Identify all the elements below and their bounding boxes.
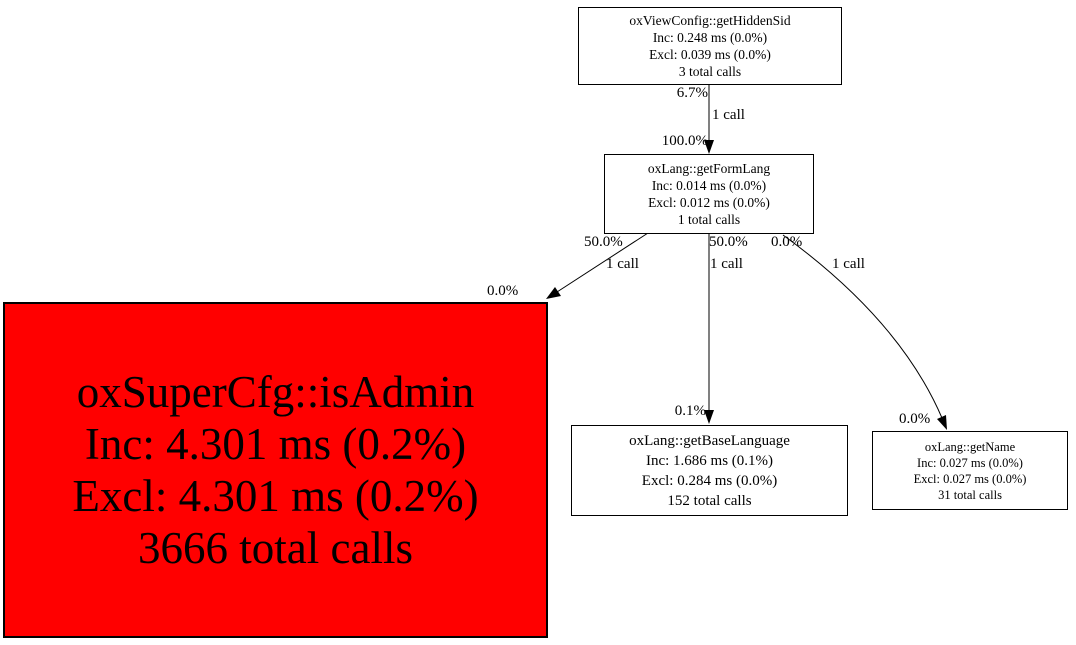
arrowhead-isadmin-icon: [546, 287, 561, 299]
node-total-calls: 1 total calls: [677, 212, 741, 227]
node-exclusive-time: Excl: 0.027 ms (0.0%): [913, 471, 1027, 486]
node-total-calls: 3666 total calls: [138, 523, 413, 573]
node-inclusive-time: Inc: 4.301 ms (0.2%): [84, 419, 467, 469]
edge-label-formlang-getname-calls: 1 call: [832, 256, 865, 272]
edge-getformlang-to-isadmin: [556, 232, 649, 293]
arrowhead-getbaselanguage-icon: [704, 410, 714, 424]
edge-label-formlang-baselanguage-calls: 1 call: [710, 256, 743, 272]
edge-label-hiddensid-formlang-source-pct: 6.7%: [676, 85, 708, 101]
node-exclusive-time: Excl: 4.301 ms (0.2%): [72, 471, 479, 521]
node-title: oxSuperCfg::isAdmin: [76, 367, 475, 417]
edge-label-hiddensid-formlang-calls: 1 call: [712, 107, 745, 123]
node-title: oxLang::getBaseLanguage: [629, 432, 790, 449]
node-total-calls: 31 total calls: [938, 487, 1002, 502]
node-inclusive-time: Inc: 0.027 ms (0.0%): [917, 455, 1023, 470]
edge-label-formlang-baselanguage-target-pct: 0.1%: [674, 403, 706, 419]
edge-label-formlang-getname-target-pct: 0.0%: [899, 411, 931, 427]
edge-label-formlang-isadmin-calls: 1 call: [606, 256, 639, 272]
node-title: oxLang::getName: [924, 439, 1016, 454]
edge-label-formlang-baselanguage-source-pct: 50.0%: [709, 234, 748, 250]
node-exclusive-time: Excl: 0.012 ms (0.0%): [648, 195, 770, 210]
node-total-calls: 152 total calls: [667, 492, 752, 509]
edge-label-hiddensid-formlang-target-pct: 100.0%: [661, 133, 708, 149]
arrowhead-getformlang-icon: [704, 140, 714, 154]
node-inclusive-time: Inc: 1.686 ms (0.1%): [645, 452, 774, 469]
edge-getformlang-to-getname: [782, 234, 943, 419]
edge-label-formlang-isadmin-source-pct: 50.0%: [584, 234, 623, 250]
node-oxlang-getname: oxLang::getName Inc: 0.027 ms (0.0%) Exc…: [872, 431, 1068, 510]
edge-label-formlang-getname-source-pct: 0.0%: [771, 234, 803, 250]
node-total-calls: 3 total calls: [678, 64, 742, 79]
node-oxviewconfig-gethiddensid: oxViewConfig::getHiddenSid Inc: 0.248 ms…: [578, 7, 842, 85]
edge-label-formlang-isadmin-target-pct: 0.0%: [487, 283, 519, 299]
node-oxlang-getformlang: oxLang::getFormLang Inc: 0.014 ms (0.0%)…: [604, 154, 814, 234]
node-exclusive-time: Excl: 0.039 ms (0.0%): [649, 47, 771, 62]
node-title: oxLang::getFormLang: [647, 161, 771, 176]
node-inclusive-time: Inc: 0.014 ms (0.0%): [651, 178, 767, 193]
arrowhead-getname-icon: [937, 415, 947, 430]
node-exclusive-time: Excl: 0.284 ms (0.0%): [641, 472, 778, 489]
node-title: oxViewConfig::getHiddenSid: [629, 13, 791, 28]
node-oxsupercfg-isadmin: oxSuperCfg::isAdmin Inc: 4.301 ms (0.2%)…: [3, 302, 548, 638]
node-oxlang-getbaselanguage: oxLang::getBaseLanguage Inc: 1.686 ms (0…: [571, 425, 848, 516]
node-inclusive-time: Inc: 0.248 ms (0.0%): [652, 30, 768, 45]
